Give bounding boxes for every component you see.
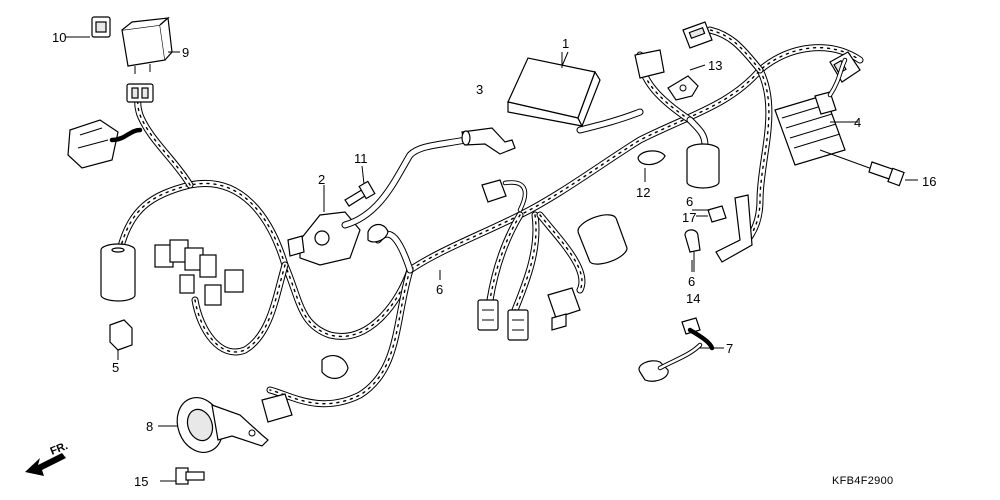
part-8-horn <box>176 397 269 453</box>
callout-9: 9 <box>182 45 189 60</box>
part-3-plug-cap <box>461 127 516 155</box>
callout-7: 7 <box>726 341 733 356</box>
leader-lines <box>117 51 845 427</box>
part-14-clip <box>684 229 701 253</box>
lower-harness-clip <box>321 354 349 379</box>
callout-14: 14 <box>686 291 700 306</box>
connector-lower-a <box>477 299 499 331</box>
part-13-clip <box>667 64 706 101</box>
callout-4: 4 <box>854 115 861 130</box>
part-15-bolt <box>160 467 205 485</box>
part-9-relay <box>121 16 180 74</box>
callout-10: 10 <box>52 30 66 45</box>
connector-lower-c <box>547 287 581 331</box>
connector-cluster <box>154 239 244 306</box>
part-5-connector <box>109 319 133 360</box>
cylindrical-relay-right <box>686 143 720 189</box>
connector-left-block <box>67 119 143 169</box>
callout-16: 16 <box>922 174 936 189</box>
part-10-connector <box>65 16 111 38</box>
callout-1: 1 <box>562 36 569 51</box>
harness-clip <box>367 223 389 243</box>
callout-15: 15 <box>134 474 148 489</box>
callout-6-center: 6 <box>436 282 443 297</box>
part-16-bolt <box>819 149 918 187</box>
direction-label: FR. <box>49 440 70 458</box>
connector-horn <box>261 393 293 423</box>
part-17-clip <box>707 205 727 223</box>
part-1-cdi-unit <box>507 52 601 128</box>
callout-11: 11 <box>354 151 368 166</box>
callout-17: 17 <box>682 210 696 225</box>
connector-lower-b <box>507 309 529 341</box>
cylindrical-unit-center <box>577 214 628 265</box>
diagram-code: KFB4F2900 <box>832 475 893 487</box>
part-11-bolt <box>344 165 376 207</box>
callout-6-right-top: 6 <box>686 194 693 209</box>
callout-12: 12 <box>636 185 650 200</box>
front-direction-arrow: FR. <box>25 440 70 476</box>
callout-8: 8 <box>146 419 153 434</box>
connector-top-b <box>634 49 665 79</box>
connector-center-top <box>481 179 507 203</box>
right-bracket <box>715 194 753 263</box>
connector-relay-socket <box>126 83 154 103</box>
main-wire-harness <box>116 26 864 408</box>
callout-2: 2 <box>318 172 325 187</box>
part-2-ignition-coil <box>287 136 469 266</box>
callout-6-right-bottom: 6 <box>688 274 695 289</box>
callout-3: 3 <box>476 82 483 97</box>
callout-5: 5 <box>112 360 119 375</box>
part-12-clamp <box>637 150 666 180</box>
part-7-sensor <box>638 317 715 382</box>
cylindrical-coil-left <box>100 243 136 302</box>
callout-13: 13 <box>708 58 722 73</box>
connector-top-a <box>682 21 713 49</box>
part-4-regulator <box>774 57 858 166</box>
